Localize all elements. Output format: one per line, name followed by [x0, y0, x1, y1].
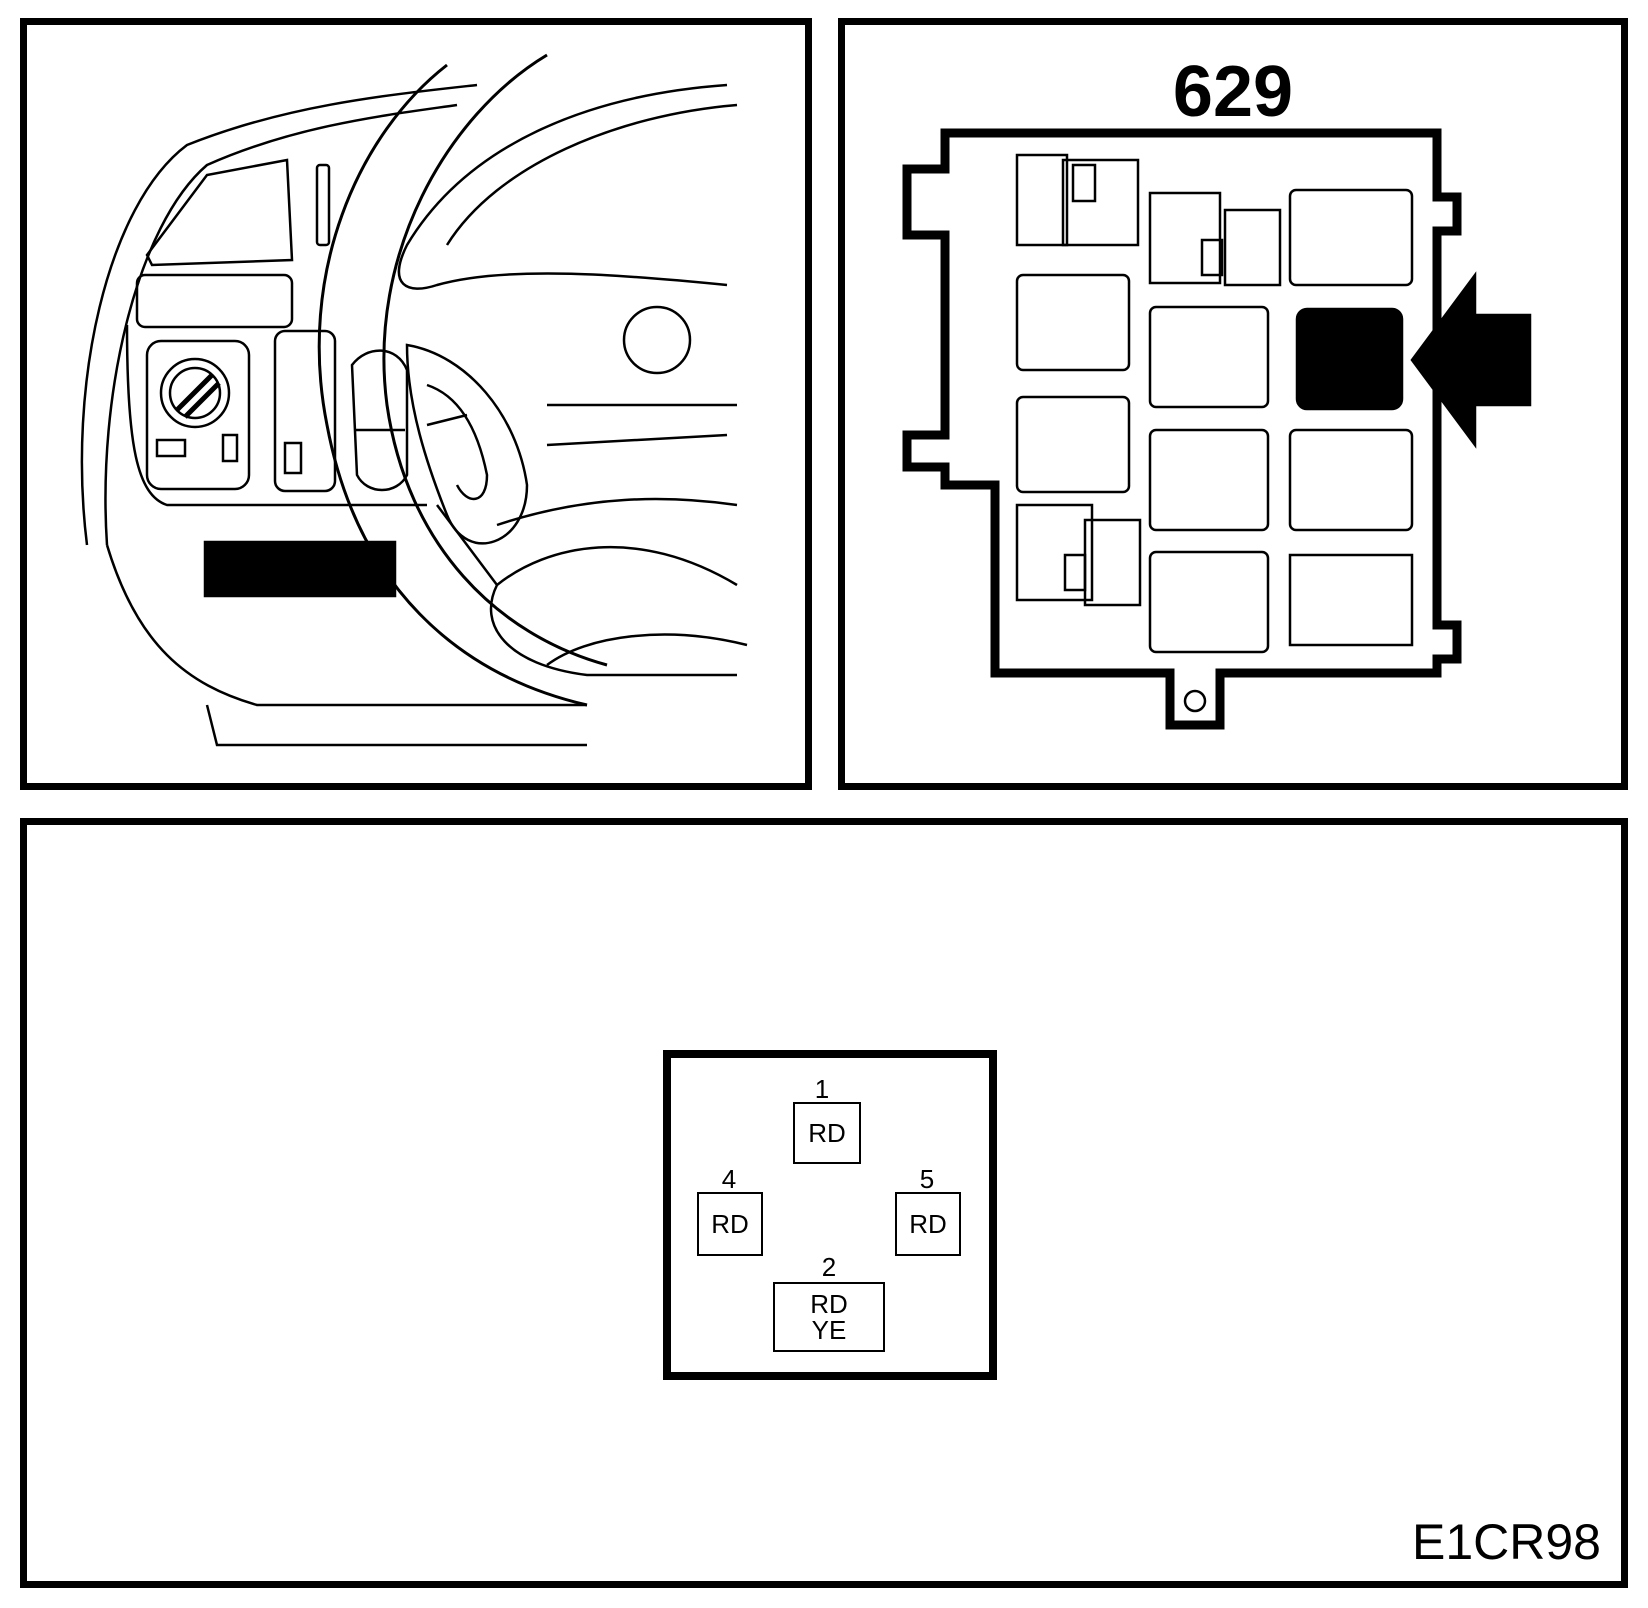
wheel-spoke-top-inner — [445, 103, 738, 246]
relay-socket-r1c2a — [1148, 191, 1222, 285]
cluster-housing — [125, 324, 427, 507]
column-shroud-inner — [426, 383, 489, 501]
column-shroud — [405, 343, 529, 545]
light-switch-knob — [159, 357, 231, 429]
relay-socket-r1c2b — [1223, 208, 1282, 287]
display-slot — [135, 273, 294, 329]
relay-socket-r1c1a — [1015, 153, 1069, 247]
dash-lower-line — [105, 544, 587, 707]
steering-wheel-outer-2 — [382, 53, 608, 667]
relay-socket-r3c3 — [1288, 428, 1414, 532]
knob-grip-1 — [175, 373, 214, 412]
relay-box-panel: 629 — [838, 18, 1628, 790]
stalk-switch — [350, 349, 409, 492]
switch-indicator-left — [155, 438, 187, 458]
pin-5-number: 5 — [919, 1164, 935, 1194]
relay-socket-r2c2 — [1148, 305, 1270, 409]
relay-socket-r1c1b — [1061, 158, 1140, 247]
wheel-spoke-top — [397, 83, 728, 290]
slot-vertical — [315, 163, 331, 247]
pin-2-color-2: YE — [811, 1315, 847, 1345]
relay-box-outline — [902, 128, 1462, 730]
dashboard-drawing — [80, 53, 748, 747]
relay-socket-r4c3 — [1288, 553, 1414, 647]
relay-number-label: 629 — [1172, 52, 1294, 132]
relay-socket-r4c2 — [1148, 550, 1270, 654]
dash-far-line-2 — [546, 433, 728, 447]
pin-1-color: RD — [808, 1118, 846, 1148]
knob-grip-2 — [183, 381, 221, 419]
connector-face: 1 RD 4 RD 5 RD 2 RD YE — [663, 1050, 997, 1380]
fuse-box-location-marker — [203, 540, 397, 598]
dash-bottom-trim — [205, 704, 587, 747]
relay-socket-r1c1-tab — [1071, 163, 1097, 203]
pin-2-terminal: RD YE — [773, 1282, 885, 1352]
dash-far-line-3 — [496, 497, 738, 527]
relay-socket-r3c2 — [1148, 428, 1270, 532]
switch-small — [283, 441, 303, 475]
pin-5-color: RD — [909, 1209, 947, 1239]
light-switch-module — [145, 339, 251, 491]
column-line — [436, 504, 498, 586]
pin-4-terminal: RD — [697, 1192, 763, 1256]
relay-socket-r2c1 — [1015, 273, 1131, 372]
relay-socket-r4c1a — [1015, 503, 1094, 602]
switch-module — [273, 329, 337, 493]
pin-1-terminal: RD — [793, 1102, 861, 1164]
relay-socket-r4c1-tab — [1063, 553, 1087, 592]
wheel-rim-bottom — [489, 545, 738, 677]
connector-panel: 1 RD 4 RD 5 RD 2 RD YE E1CR98 — [20, 818, 1628, 1588]
dash-inner-line — [104, 103, 458, 546]
wheel-rim-bottom-inner — [546, 633, 748, 667]
light-switch-knob-inner — [168, 366, 222, 420]
pin-5-terminal: RD — [895, 1192, 961, 1256]
relay-socket-highlighted — [1295, 307, 1404, 411]
dashboard-location-panel — [20, 18, 812, 790]
steering-wheel-outer — [317, 63, 588, 707]
pin-4-number: 4 — [721, 1164, 737, 1194]
mounting-hole — [1183, 689, 1207, 713]
relay-socket-r1c2-tab — [1200, 238, 1224, 277]
relay-socket-r3c1 — [1015, 395, 1131, 494]
horn-button-circle — [622, 305, 692, 375]
pin-2-number: 2 — [821, 1252, 837, 1282]
pin-1-number: 1 — [814, 1074, 830, 1104]
pin-4-color: RD — [711, 1209, 749, 1239]
vent-shape — [145, 158, 294, 267]
dash-outer-line — [80, 83, 478, 546]
relay-box-drawing — [902, 128, 1532, 730]
pin-2-color-1: RD — [810, 1289, 848, 1319]
figure-code: E1CR98 — [1412, 1514, 1601, 1570]
switch-indicator-right — [221, 433, 239, 463]
pointer-arrow — [1410, 271, 1532, 449]
stalk-line — [426, 413, 468, 427]
relay-socket-r1c3 — [1288, 188, 1414, 287]
